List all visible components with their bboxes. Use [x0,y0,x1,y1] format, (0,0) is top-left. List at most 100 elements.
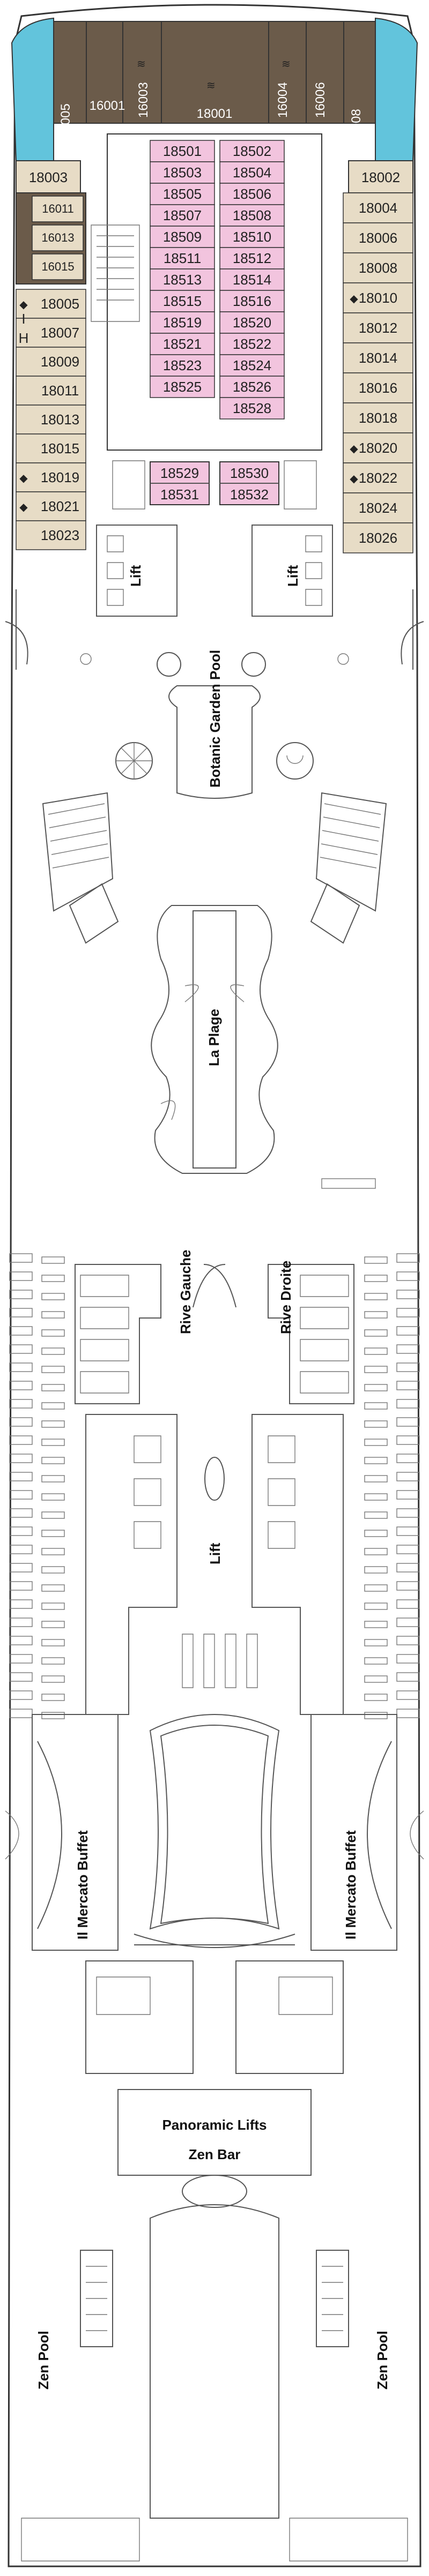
table-seat [41,1329,65,1337]
starboard-cabin-number: 18026 [359,530,397,546]
zen-pool-area: Zen Pool Zen Pool [21,2204,408,2562]
deck-chair [396,1472,420,1481]
table-seat [364,1439,388,1446]
deck-chair [9,1581,33,1591]
port-cabin-cell[interactable] [16,520,86,550]
deck-chair [9,1454,33,1463]
deck-chair [396,1399,420,1409]
center-right-cabin-number: 18502 [233,143,271,159]
suite-left-label-2: 16003 [136,82,151,118]
center-right-cabin-number: 18510 [233,229,271,245]
suite-right-label-1: 16006 [313,82,328,118]
corner-cabin-right [348,160,413,193]
center-right-cabin-cell[interactable] [219,247,285,269]
la-plage-label: La Plage [206,1009,222,1066]
port-cabin-cell[interactable] [16,405,86,435]
deck-chair [9,1526,33,1536]
center-right-cabin-number: 18528 [233,400,271,416]
center-right-cabin-number: 18514 [233,272,271,288]
center-corridor [107,133,322,451]
deck-chair [396,1508,420,1518]
deck-chair [396,1253,420,1263]
center-left-cabin-cell[interactable] [150,204,215,227]
starboard-cabin-number: 18020 [359,440,397,456]
table-seat [364,1511,388,1519]
buffet-arc-right [367,1741,392,1929]
deck-chair [9,1545,33,1554]
starboard-cabin-cell[interactable] [343,432,413,463]
deck-chair [396,1344,420,1354]
starboard-cabin-cell[interactable] [343,522,413,553]
port-cabin-number: 18019 [41,469,79,485]
starboard-cabin-cell[interactable] [343,492,413,523]
wave-icon: ≋ [137,57,146,70]
port-cabin-cell[interactable] [16,462,86,492]
starboard-cabin-cell[interactable] [343,312,413,343]
center-left-cabin-cell[interactable] [150,247,215,269]
center-right-cabin-cell[interactable] [219,204,285,227]
pool-blue-left [11,17,54,161]
loungers-fwd [42,792,387,944]
table-seat [41,1439,65,1446]
table-seat [364,1275,388,1282]
diamond-marker-icon: ◆ [19,471,28,484]
planter [157,652,181,677]
port-cabin-number: 18015 [41,440,79,456]
table-seat [364,1675,388,1683]
table-seat [364,1548,388,1555]
center-left-cabin-number: 18513 [163,272,202,288]
center-left-cabin-cell[interactable] [150,140,215,162]
center-left-cabin-cell[interactable] [150,183,215,205]
table-seat [41,1675,65,1683]
zen-deck-center [150,2204,279,2519]
starboard-cabin-cell[interactable] [343,342,413,373]
center-right-cabin-cell[interactable] [219,226,285,248]
center-left-cabin-cell[interactable] [150,161,215,184]
center-left-cabin-cell[interactable] [150,333,215,355]
center-left-cabin-cell[interactable] [150,268,215,291]
deck-chair [9,1417,33,1427]
planter [241,652,266,677]
starboard-cabin-cell[interactable] [343,222,413,253]
port-cabin-cell[interactable] [16,347,86,377]
lift-fwd-right-label: Lift [285,565,301,587]
deck-chair [396,1599,420,1609]
starboard-cabin-number: 18006 [359,230,397,246]
table-seat [41,1347,65,1355]
deck-chair [396,1581,420,1591]
table-seat [364,1329,388,1337]
starboard-cabin-cell[interactable] [343,402,413,433]
starboard-cabin-number: 18022 [359,470,397,486]
mini-suite-label-2: 16015 [41,260,74,273]
port-cabin-cell[interactable] [16,491,86,521]
center-right-cabin-cell[interactable] [219,354,285,377]
table-seat [41,1402,65,1410]
table-seat [41,1511,65,1519]
center-right-cabin-cell[interactable] [219,311,285,334]
atrium-feature [204,1457,225,1501]
center-right-cabin-cell[interactable] [219,161,285,184]
center-left-cabin-cell[interactable] [150,376,215,398]
port-cabin-cell[interactable] [16,289,86,319]
deck-chair [9,1253,33,1263]
starboard-cabin-cell[interactable] [343,252,413,283]
table-seat [364,1457,388,1464]
center-right-cabin-cell[interactable] [219,376,285,398]
port-cabin-cell[interactable] [16,433,86,463]
center-right-cabin-number: 18526 [233,379,271,395]
center-right-cabin-cell[interactable] [219,290,285,312]
table-seat [41,1694,65,1701]
port-cabin-number: 18023 [41,527,79,543]
starboard-cabin-cell[interactable] [343,372,413,403]
center-right-cabin-cell[interactable] [219,397,285,420]
deck-chair [9,1362,33,1372]
center-left-cabin-cell[interactable] [150,290,215,312]
deck-chair [396,1563,420,1572]
starboard-cabin-number: 18012 [359,320,397,336]
botanic-pool-label: Botanic Garden Pool [207,650,223,788]
port-cabin-number: 18005 [41,296,79,312]
fwd-hull-curve-right [401,621,424,665]
port-cabin-cell[interactable] [16,318,86,348]
center-left-cabin-cell[interactable] [150,354,215,377]
table-seat [41,1548,65,1555]
